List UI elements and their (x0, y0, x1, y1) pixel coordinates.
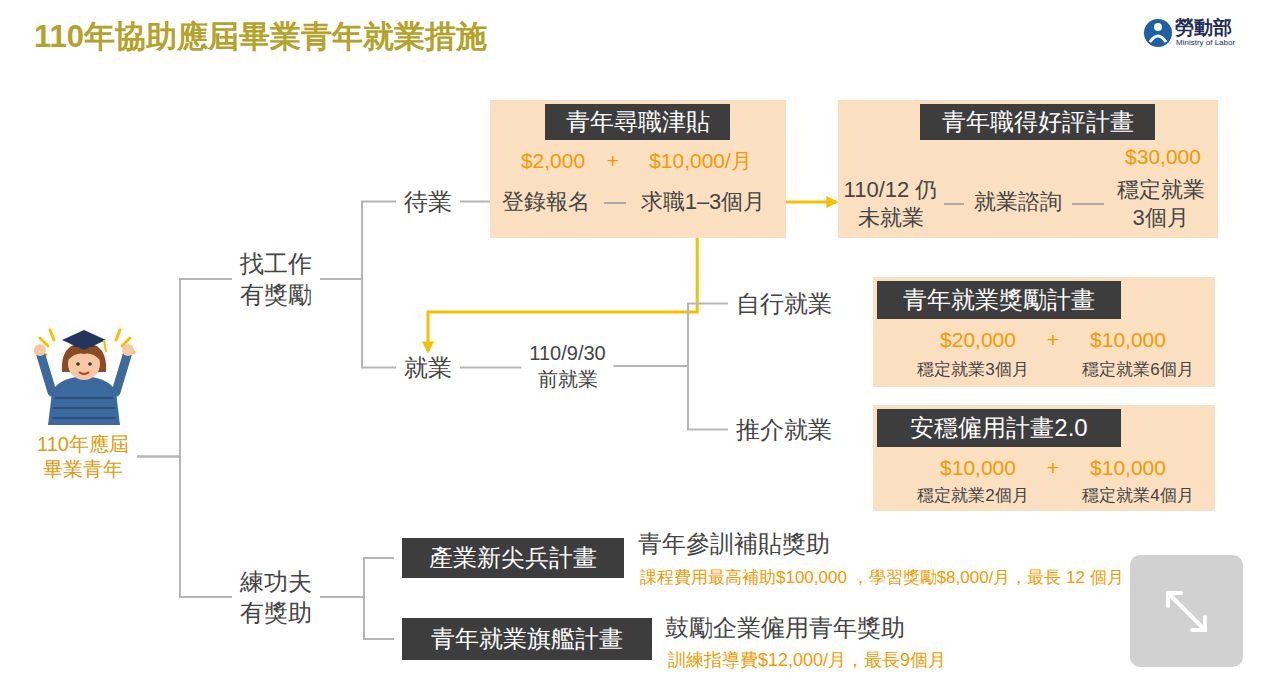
tree-connector (460, 201, 490, 203)
plan-heading: 青年尋職津貼 (545, 104, 730, 140)
measure-panel: $10,000+$10,000 穩定就業2個月穩定就業4個月 安穩僱用計畫2.0 (873, 405, 1215, 511)
node-text: 青年就業旗艦計畫 (431, 625, 623, 652)
panel-text: 穩定就業 3個月 (1108, 176, 1213, 231)
diagram-title: 110年協助應屆畢業青年就業措施 (34, 16, 487, 58)
panel-text: 穩定就業4個月 (1063, 485, 1213, 506)
measure-panel: $2,000+$10,000/月登錄報名 求職1–3個月 青年尋職津貼 (490, 100, 786, 238)
flow-arrow (786, 201, 836, 204)
graduate-figure (34, 330, 134, 425)
panel-text: + (1038, 455, 1068, 481)
node-text: 練功夫 有獎助 (240, 568, 312, 626)
panel-text: 穩定就業2個月 (898, 485, 1048, 506)
tree-connector (320, 202, 396, 280)
plan-description: 訓練指導費$12,000/月，最長9個月 (668, 648, 946, 672)
logo-text: 勞動部 (1175, 15, 1232, 41)
panel-text: $10,000/月 (628, 148, 773, 174)
audience-label: 110年應屆畢業青年 (29, 432, 137, 482)
tree-item: 待業 (398, 186, 458, 217)
panel-text: $10,000 (1068, 455, 1188, 481)
node-text: 青年尋職津貼 (566, 108, 710, 135)
node-text: 青年就業獎勵計畫 (903, 286, 1095, 313)
tree-connector (614, 366, 728, 430)
node-text: 找工作 有獎勵 (240, 250, 312, 308)
measure-panel: $30,000 110/12 仍未就業就業諮詢 穩定就業 3個月 青年職得好評計畫 (838, 100, 1218, 238)
panel-text: 登錄報名 (496, 188, 596, 216)
panel-text: $20,000 (918, 327, 1038, 353)
node-text: 自行就業 (736, 290, 832, 317)
node-text: 110年應屆畢業青年 (37, 433, 129, 480)
plan-heading: 安穩僱用計畫2.0 (877, 409, 1121, 447)
flow-arrow (428, 238, 697, 351)
tree-connector (320, 597, 394, 639)
tree-connector (320, 558, 394, 597)
plan-heading: 青年就業旗艦計畫 (402, 618, 652, 660)
panel-text: $10,000 (918, 455, 1038, 481)
panel-text: 求職1–3個月 (628, 188, 778, 216)
plan-heading: 產業新尖兵計畫 (402, 538, 624, 578)
panel-text: 穩定就業6個月 (1063, 359, 1213, 380)
tree-item: 就業 (398, 352, 458, 383)
tree-item: 自行就業 (726, 288, 842, 319)
measure-panel: $20,000+$10,000 穩定就業3個月穩定就業6個月 青年就業獎勵計畫 (873, 277, 1215, 387)
node-text: 產業新尖兵計畫 (429, 544, 597, 571)
node-text: 待業 (404, 188, 452, 215)
panel-text: + (1038, 327, 1068, 353)
panel-text: $2,000 (508, 148, 598, 174)
panel-text: $10,000 (1068, 327, 1188, 353)
node-text: 安穩僱用計畫2.0 (910, 414, 1087, 441)
tree-item: 110/9/30 前就業 (520, 340, 615, 392)
panel-text: $30,000 (1108, 144, 1218, 170)
plan-description: 青年參訓補貼獎助 (638, 528, 830, 560)
tree-connector (137, 457, 232, 598)
logo-text: Ministry of Labor (1176, 38, 1235, 47)
tree-item: 推介就業 (726, 414, 842, 445)
tree-connector (320, 279, 396, 367)
plan-description: 課程費用最高補助$100,000 ，學習獎勵$8,000/月，最長 12 個月 (640, 566, 1124, 589)
node-text: 就業 (404, 354, 452, 381)
expand-button (1130, 555, 1243, 667)
node-text: 110/9/30 前就業 (529, 342, 605, 390)
logo-icon (1144, 19, 1172, 47)
node-text: 推介就業 (736, 416, 832, 443)
tree-item: 找工作 有獎勵 (230, 248, 322, 310)
plan-heading: 青年就業獎勵計畫 (877, 281, 1121, 319)
plan-heading: 青年職得好評計畫 (920, 104, 1155, 140)
panel-text: 110/12 仍未就業 (843, 176, 938, 231)
panel-text: 穩定就業3個月 (898, 359, 1048, 380)
panel-text: + (598, 148, 628, 174)
node-text: 青年職得好評計畫 (942, 108, 1134, 135)
tree-item: 練功夫 有獎助 (230, 566, 322, 628)
tree-connector (137, 279, 232, 456)
panel-text: 就業諮詢 (963, 188, 1073, 216)
plan-description: 鼓勵企業僱用青年獎助 (665, 612, 905, 644)
tree-connector (614, 304, 728, 367)
tree-connector (460, 367, 521, 369)
